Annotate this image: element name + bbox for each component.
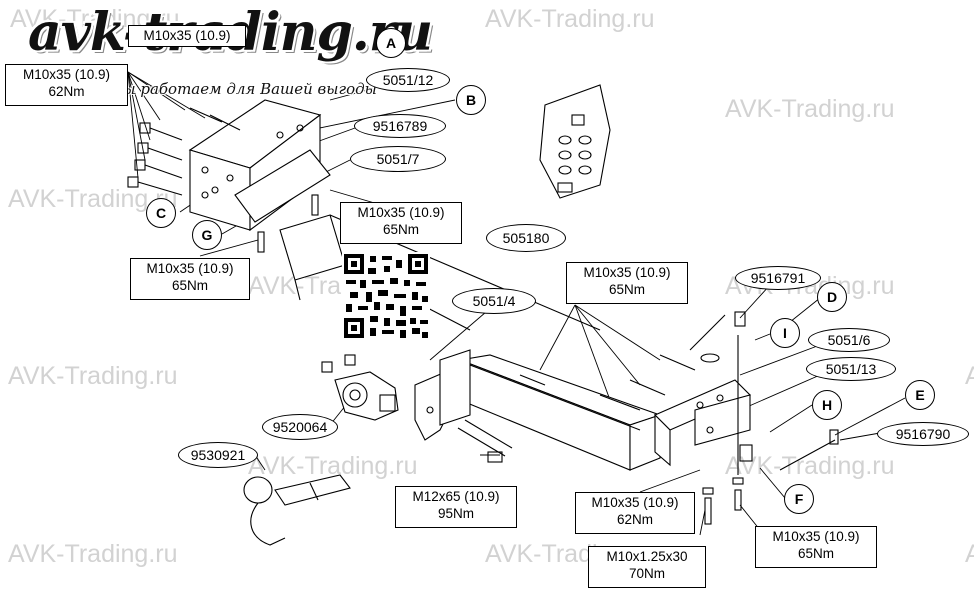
bolt-torque-text: 65Nm [171, 278, 208, 293]
part-label-9530921: 9530921 [178, 442, 258, 468]
part-label-9516790: 9516790 [877, 422, 969, 446]
bolt-torque-text: 62Nm [48, 84, 85, 99]
bolt-torque-text: 65Nm [797, 546, 834, 561]
callout-f: F [784, 484, 814, 514]
ball-mount [243, 474, 351, 546]
site-slogan: Мы работаем для Вашей выгоды [108, 80, 377, 98]
callout-h: H [812, 390, 842, 420]
watermark: AVK-Trading.ru [8, 362, 178, 390]
hardware-bag [539, 84, 611, 199]
bolt-spec-m12: M12x65 (10.9) 95Nm [395, 486, 517, 528]
part-label-5051-13: 5051/13 [806, 357, 896, 381]
bolt-spec-top-left: M10x35 (10.9) 62Nm [5, 64, 128, 106]
part-label-5051-4: 5051/4 [452, 288, 536, 314]
left-bracket [127, 99, 331, 253]
callout-e: E [905, 380, 935, 410]
bolt-spec-text: M10x35 (10.9) [143, 28, 231, 43]
callout-g: G [192, 220, 222, 250]
part-label-5051-6: 5051/6 [808, 328, 890, 352]
bolt-spec-right-top: M10x35 (10.9) 65Nm [566, 262, 688, 304]
callout-b: B [456, 85, 486, 115]
bolt-spec-text: M10x35 (10.9) [772, 529, 860, 544]
socket-bracket [321, 354, 399, 421]
cross-beam-main [457, 354, 662, 471]
part-label-9516789: 9516789 [354, 114, 446, 138]
right-bracket [519, 311, 839, 525]
bolt-spec-text: M10x1.25x30 [606, 549, 688, 564]
bolt-spec-left-mid: M10x35 (10.9) 65Nm [130, 258, 250, 300]
callout-c: C [146, 198, 176, 228]
bolt-spec-text: M10x35 (10.9) [22, 67, 111, 82]
bolt-torque-text: 65Nm [608, 282, 645, 297]
bolt-torque-text: 65Nm [382, 222, 419, 237]
bolt-spec-bottom-right: M10x35 (10.9) 65Nm [755, 526, 877, 568]
watermark: AVK-Trading.ru [965, 540, 974, 568]
watermark: AVK-Trading.ru [725, 452, 895, 480]
mounting-plate [414, 349, 513, 463]
part-label-5051-12: 5051/12 [366, 68, 450, 92]
bolt-spec-bottom-mid: M10x35 (10.9) 62Nm [575, 492, 695, 534]
bolt-spec-text: M10x35 (10.9) [146, 261, 234, 276]
part-label-9516791: 9516791 [735, 266, 821, 290]
bolt-spec-fine: M10x1.25x30 70Nm [588, 546, 706, 588]
watermark: AVK-Trading.ru [725, 95, 895, 123]
bolt-spec-upper-mid: M10x35 (10.9) 65Nm [340, 202, 462, 244]
qr-code [342, 252, 430, 340]
bolt-spec-text: M10x35 (10.9) [357, 205, 445, 220]
watermark: AVK-Trading.ru [248, 452, 418, 480]
watermark: AVK-Trading.ru [8, 540, 178, 568]
bolt-spec-text: M10x35 (10.9) [583, 265, 671, 280]
part-label-5051-7: 5051/7 [350, 146, 446, 172]
callout-a: A [376, 28, 406, 58]
bolt-spec-text: M10x35 (10.9) [591, 495, 679, 510]
bolt-torque-text: 62Nm [616, 512, 653, 527]
callout-d: D [817, 282, 847, 312]
bolt-spec-text: M12x65 (10.9) [412, 489, 500, 504]
bolt-torque-text: 95Nm [437, 506, 474, 521]
part-label-9520064: 9520064 [262, 414, 338, 440]
bolt-torque-text: 70Nm [628, 566, 665, 581]
callout-i: I [770, 318, 800, 348]
bolt-spec-hidden: M10x35 (10.9) [128, 25, 246, 47]
watermark: AVK-Trading.ru [485, 5, 655, 33]
part-label-505180: 505180 [486, 224, 566, 252]
watermark: AVK-Trading.ru [965, 362, 974, 390]
